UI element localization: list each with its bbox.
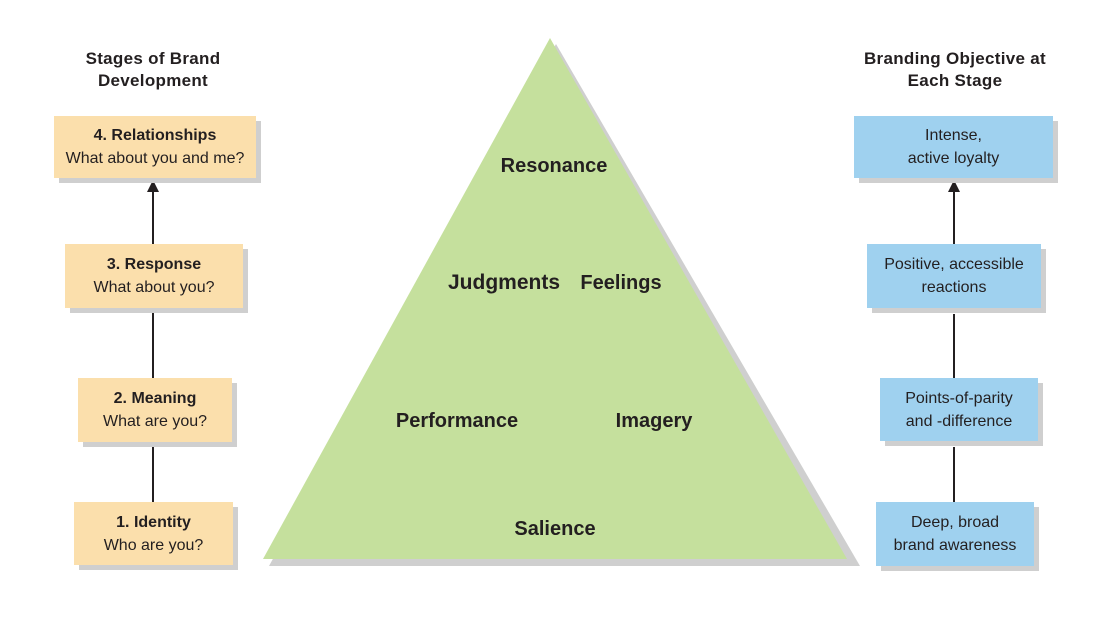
pyramid-label-judgments: Judgments (447, 271, 561, 294)
objectives-title-line2: Each Stage (907, 71, 1003, 90)
objective-connector-3-4 (953, 190, 955, 246)
objective-line1: Positive, accessible (884, 256, 1024, 273)
objective-line2: brand awareness (893, 537, 1017, 554)
stage-box-response: 3. Response What about you? (65, 244, 243, 308)
objectives-title-line1: Branding Objective at (863, 49, 1046, 68)
stages-title-line1: Stages of Brand (85, 49, 221, 68)
pyramid-label-performance: Performance (395, 410, 519, 432)
stage-question: What about you and me? (65, 150, 245, 167)
objective-box-loyalty: Intense, active loyalty (854, 116, 1053, 178)
stage-question: What about you? (93, 279, 215, 296)
objective-box-parity: Points-of-parity and -difference (880, 378, 1038, 441)
stage-question: Who are you? (103, 536, 204, 554)
stage-connector-3-4 (152, 190, 154, 244)
objective-box-awareness: Deep, broad brand awareness (876, 502, 1034, 566)
stage-title: 2. Meaning (113, 390, 197, 407)
objective-arrow-up-icon (948, 180, 960, 192)
objective-line1: Intense, (925, 127, 982, 144)
objective-line2: reactions (921, 279, 987, 296)
stage-title: 3. Response (106, 256, 202, 273)
objective-line2: and -difference (905, 412, 1013, 430)
stage-connector-1-2 (152, 442, 154, 502)
stage-title: 4. Relationships (93, 127, 217, 144)
stage-arrow-up-icon (147, 180, 159, 192)
pyramid-label-imagery: Imagery (615, 410, 693, 432)
stage-connector-2-3 (152, 308, 154, 378)
objective-line2: active loyalty (907, 150, 1000, 167)
pyramid-body (263, 38, 847, 559)
stages-column-title: Stages of Brand Development (58, 48, 248, 92)
stage-title: 1. Identity (116, 513, 191, 531)
pyramid-label-resonance: Resonance (500, 155, 608, 177)
pyramid-label-salience: Salience (514, 518, 596, 540)
objective-connector-2-3 (953, 314, 955, 378)
stage-box-identity: 1. Identity Who are you? (74, 502, 233, 565)
objectives-column-title: Branding Objective at Each Stage (848, 48, 1062, 92)
pyramid-label-feelings: Feelings (580, 272, 662, 294)
objective-line1: Points-of-parity (905, 389, 1013, 407)
objective-connector-1-2 (953, 447, 955, 502)
stage-box-relationships: 4. Relationships What about you and me? (54, 116, 256, 178)
objective-line1: Deep, broad (910, 514, 1000, 531)
stage-box-meaning: 2. Meaning What are you? (78, 378, 232, 442)
objective-box-reactions: Positive, accessible reactions (867, 244, 1041, 308)
stages-title-line2: Development (97, 71, 209, 90)
stage-question: What are you? (102, 413, 208, 430)
